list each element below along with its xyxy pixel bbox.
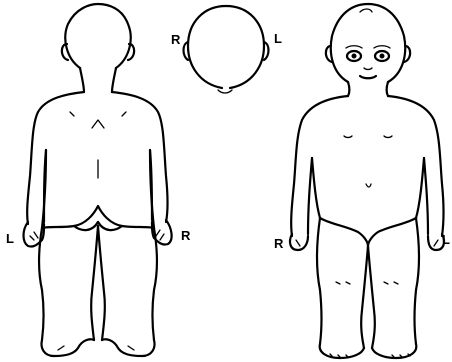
child-front-view: [290, 4, 444, 358]
child-back-view: [24, 4, 172, 356]
back-view-left-label: L: [6, 231, 14, 246]
head-top-view: [184, 6, 269, 93]
back-view-right-label: R: [181, 228, 191, 243]
front-view-left-label: L: [442, 232, 450, 247]
head-view-left-label: L: [274, 31, 282, 46]
head-view-right-label: R: [171, 32, 181, 47]
front-view-right-label: R: [274, 236, 284, 251]
